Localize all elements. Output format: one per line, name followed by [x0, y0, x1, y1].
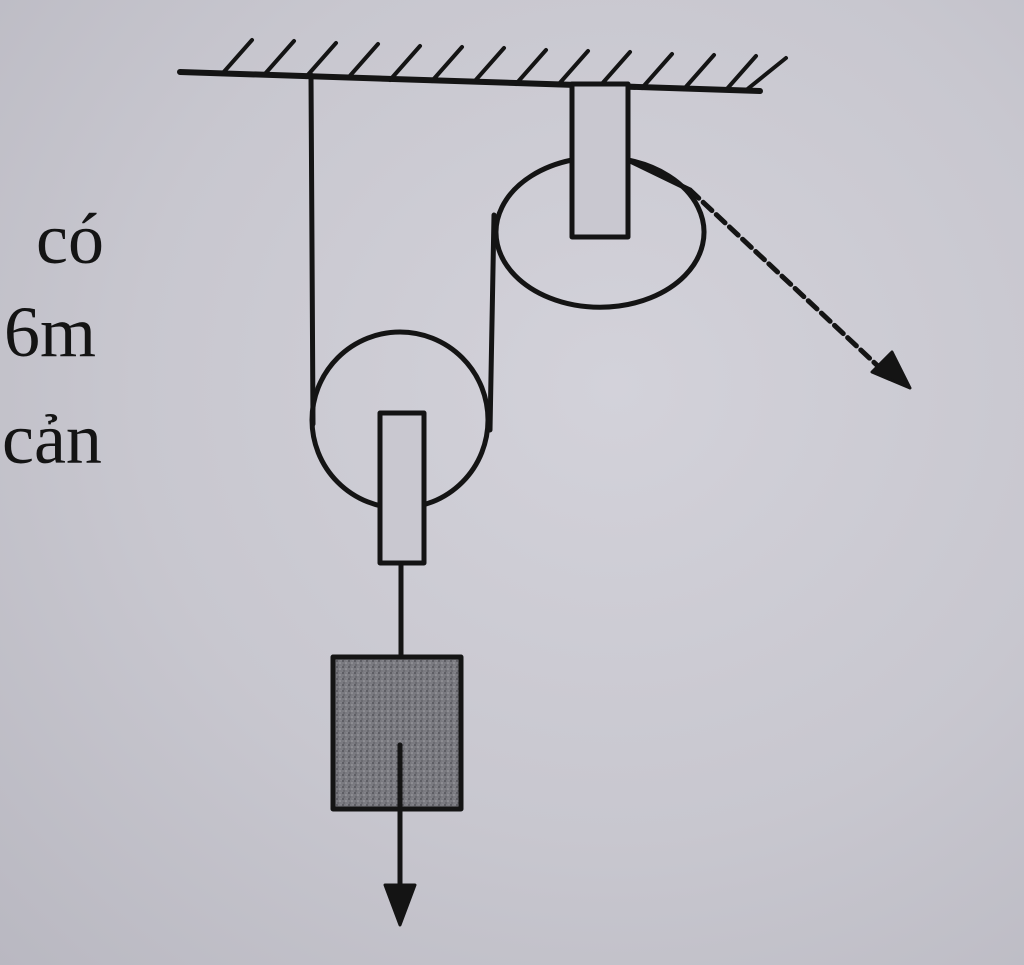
movable-pulley — [309, 329, 491, 566]
margin-text-line-3: cản — [2, 399, 102, 479]
pull-force-arrow-icon — [870, 350, 912, 390]
margin-text-line-2: 6m — [4, 292, 97, 372]
ceiling-support — [177, 38, 788, 94]
margin-text-line-1: có — [36, 199, 104, 279]
hanging-weight — [330, 654, 464, 812]
rope — [308, 72, 883, 660]
fixed-pulley — [493, 81, 707, 310]
gravity-arrow-icon — [383, 742, 417, 927]
